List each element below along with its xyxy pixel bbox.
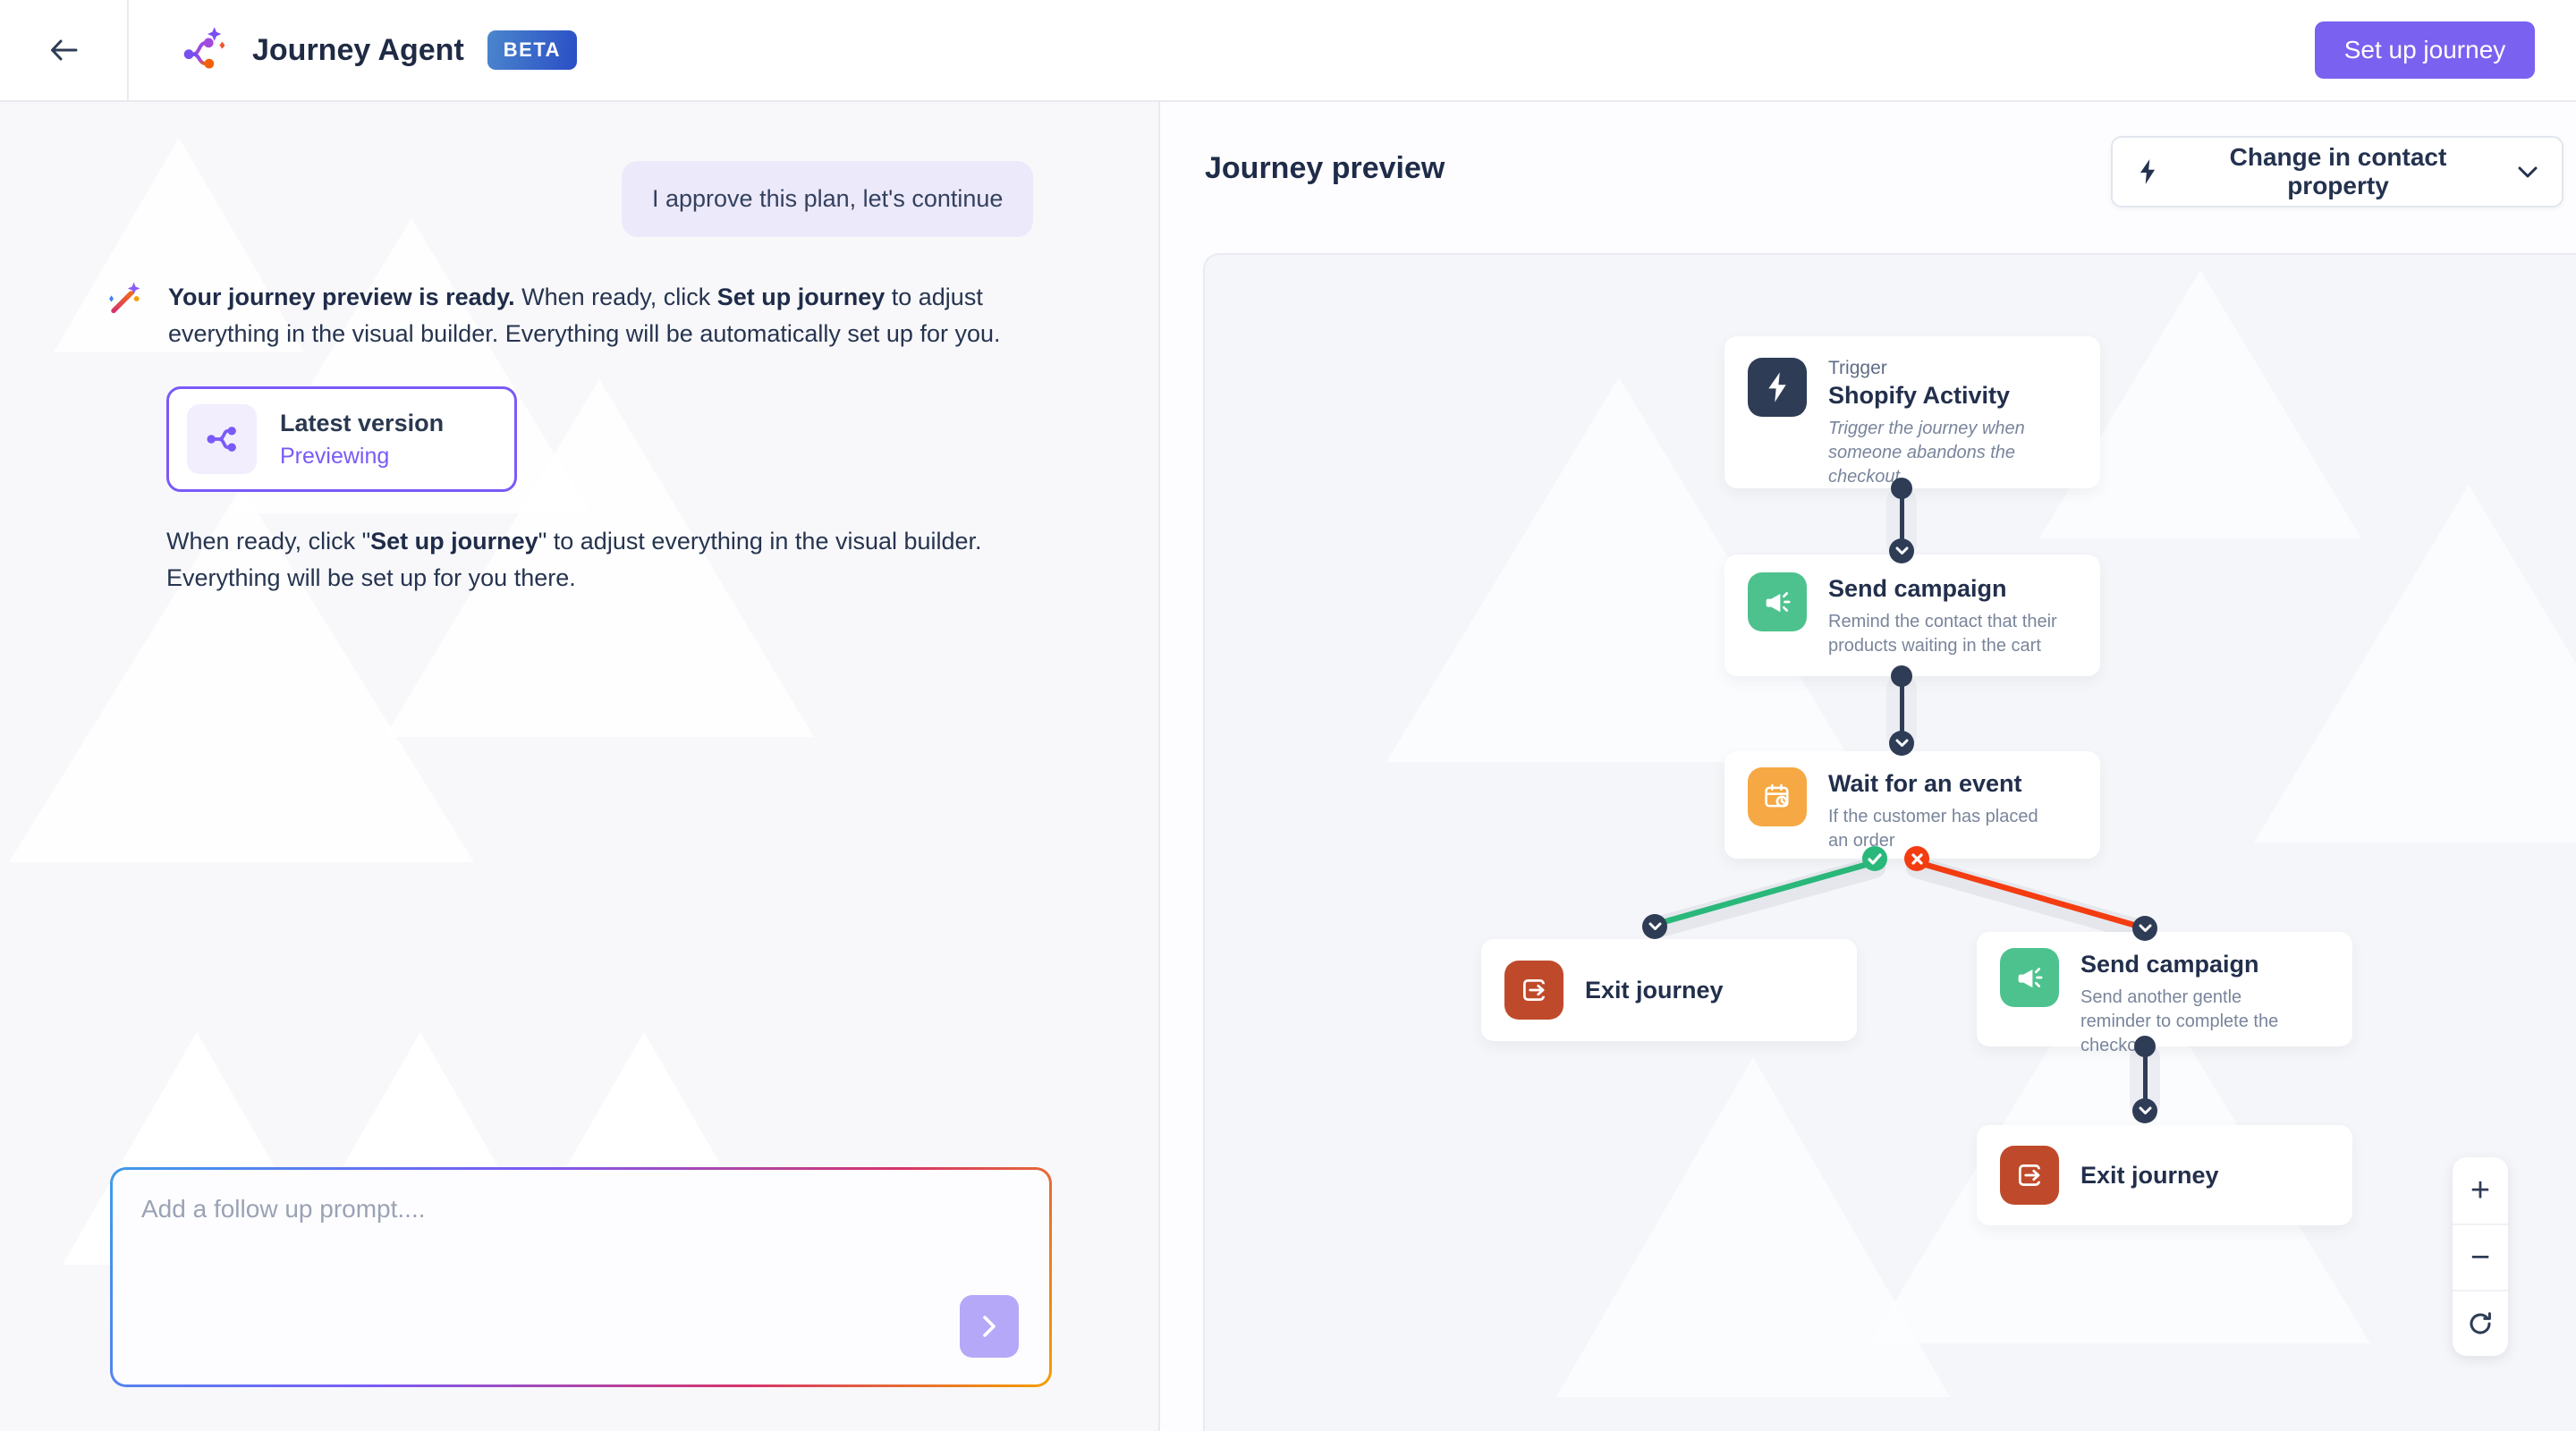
preview-title: Journey preview xyxy=(1205,151,1445,185)
connector-chevron xyxy=(1889,731,1914,756)
canvas-zoom-controls: + − xyxy=(2453,1157,2508,1356)
connector-chevron xyxy=(1642,914,1667,939)
set-up-journey-button[interactable]: Set up journey xyxy=(2315,21,2535,79)
assistant-message: Your journey preview is ready. When read… xyxy=(168,284,1001,347)
assistant-action: Set up journey xyxy=(716,284,886,310)
branch-icon xyxy=(187,404,257,474)
refresh-icon xyxy=(2470,1312,2491,1334)
no-edge xyxy=(1913,859,2143,930)
dropdown-label: Change in contact property xyxy=(2229,143,2447,199)
node-wait-event[interactable]: Wait for an event If the customer has pl… xyxy=(1724,751,2100,859)
node-description: Trigger the journey when someone abandon… xyxy=(1828,419,2025,487)
node-title: Send campaign xyxy=(1828,575,2007,602)
node-description: Send another gentle reminder to complete… xyxy=(2080,987,2279,1055)
node-title: Send campaign xyxy=(2080,951,2259,978)
megaphone-icon xyxy=(1748,572,1807,631)
megaphone-icon xyxy=(2000,948,2059,1007)
prompt-input-box xyxy=(110,1167,1052,1387)
zoom-in-button[interactable]: + xyxy=(2453,1157,2508,1224)
lightning-icon xyxy=(2140,159,2156,184)
chat-panel: I approve this plan, let's continue Your… xyxy=(0,102,1160,1431)
watermark-triangle xyxy=(2254,485,2576,843)
assistant-followup-message: When ready, click "Set up journey" to ad… xyxy=(166,528,982,591)
node-exit-bottom[interactable]: Exit journey xyxy=(1977,1125,2352,1225)
magic-wand-icon xyxy=(104,279,143,323)
send-chevron-icon xyxy=(983,1316,996,1337)
chevron-down-icon xyxy=(1895,546,1908,555)
connector-line xyxy=(1900,488,1904,551)
latest-version-card[interactable]: Latest version Previewing xyxy=(166,386,517,492)
connector-chevron xyxy=(2132,916,2157,941)
exit-icon xyxy=(1504,961,1563,1020)
back-arrow-icon xyxy=(51,39,78,61)
node-send-campaign-2[interactable]: Send campaign Send another gentle remind… xyxy=(1977,932,2352,1055)
connector-line xyxy=(1900,676,1904,743)
node-description: If the customer has placed an order xyxy=(1828,807,2038,851)
connector-line xyxy=(2143,1046,2148,1111)
zoom-out-button[interactable]: − xyxy=(2453,1224,2508,1290)
chevron-down-icon xyxy=(2139,1106,2151,1114)
trigger-lightning-icon xyxy=(1748,358,1807,417)
node-exit-left[interactable]: Exit journey xyxy=(1481,939,1857,1041)
app-brand: Journey Agent BETA xyxy=(179,0,578,100)
minus-icon: − xyxy=(2470,1238,2491,1276)
branch-yes-badge xyxy=(1862,846,1887,871)
version-title: Latest version xyxy=(280,409,445,436)
node-title: Exit journey xyxy=(1585,976,1724,1003)
node-kicker: Trigger xyxy=(1828,358,1887,378)
version-status: Previewing xyxy=(280,443,390,469)
journey-canvas: Trigger Shopify Activity Trigger the jou… xyxy=(1203,253,2576,1431)
check-icon xyxy=(1868,852,1882,865)
journey-preview-panel: Journey preview Change in contact proper… xyxy=(1160,102,2576,1431)
chevron-down-icon xyxy=(2139,924,2151,932)
node-title: Exit journey xyxy=(2080,1161,2219,1189)
chevron-down-icon xyxy=(1648,922,1661,930)
dropdown-chevron-icon xyxy=(2518,166,2538,177)
journey-agent-logo-icon xyxy=(183,27,225,69)
node-trigger[interactable]: Trigger Shopify Activity Trigger the jou… xyxy=(1724,336,2100,488)
top-bar: Journey Agent BETA Set up journey xyxy=(0,0,2576,102)
node-send-campaign-1[interactable]: Send campaign Remind the contact that th… xyxy=(1724,555,2100,676)
yes-edge xyxy=(1657,859,1878,927)
assistant-intro: Your journey preview is ready. xyxy=(168,284,515,310)
watermark-triangle xyxy=(1556,1057,1950,1397)
calendar-clock-icon xyxy=(1748,767,1807,826)
user-message-bubble: I approve this plan, let's continue xyxy=(622,161,1034,237)
node-title: Wait for an event xyxy=(1828,770,2022,797)
connector-chevron xyxy=(2132,1098,2157,1123)
app-title: Journey Agent xyxy=(252,32,464,67)
reset-view-button[interactable] xyxy=(2453,1290,2508,1356)
exit-icon xyxy=(2000,1146,2059,1205)
node-description: Remind the contact that their products w… xyxy=(1828,612,2057,656)
branch-no-badge xyxy=(1904,846,1929,871)
connector-chevron xyxy=(1889,538,1914,563)
prompt-input[interactable] xyxy=(113,1170,1049,1384)
trigger-type-dropdown[interactable]: Change in contact property xyxy=(2111,136,2563,207)
beta-badge: BETA xyxy=(487,30,578,70)
node-title: Shopify Activity xyxy=(1828,382,2011,409)
journey-flow: Trigger Shopify Activity Trigger the jou… xyxy=(1205,255,2576,1431)
send-button[interactable] xyxy=(960,1295,1019,1358)
back-button[interactable] xyxy=(0,0,129,100)
x-icon xyxy=(1911,852,1923,865)
chevron-down-icon xyxy=(1895,739,1908,747)
plus-icon: + xyxy=(2470,1171,2491,1209)
